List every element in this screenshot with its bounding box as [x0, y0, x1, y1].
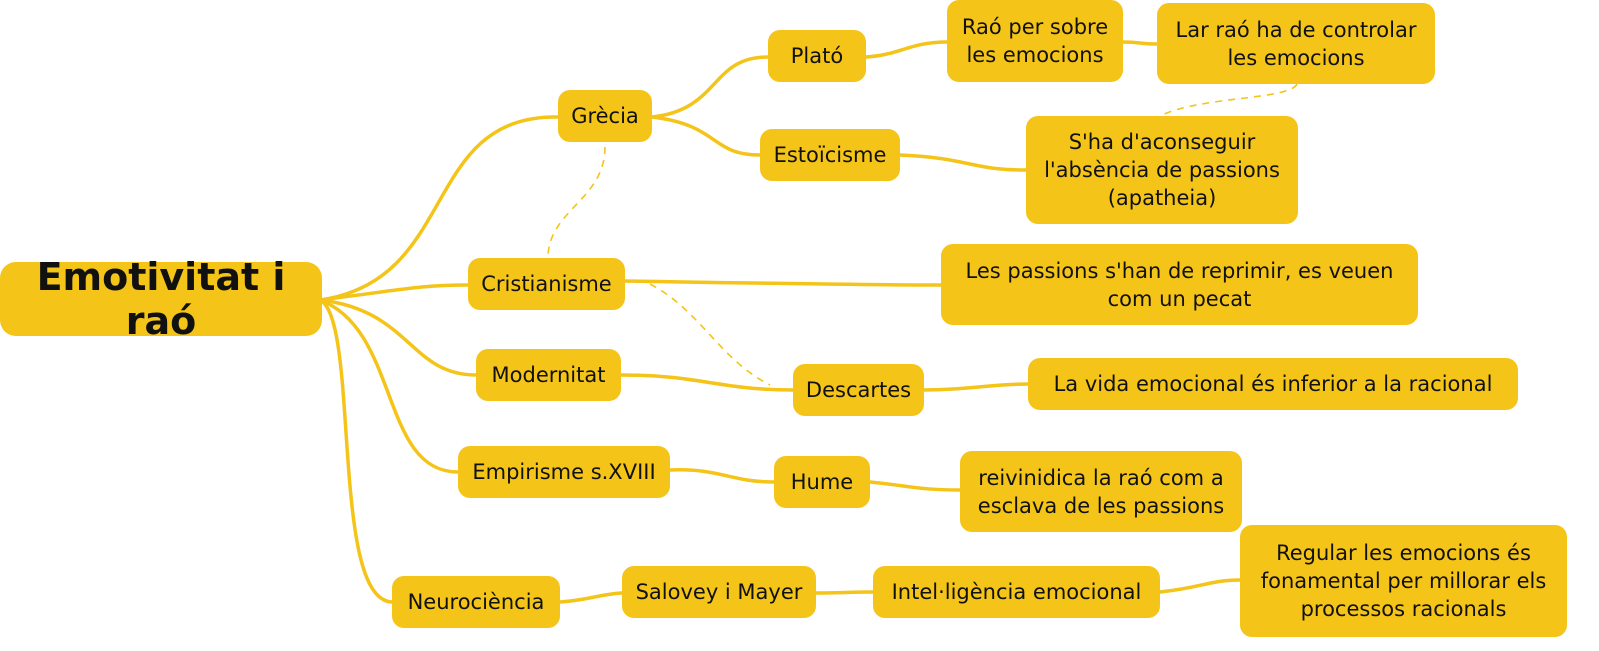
connector-empirisme-hume — [668, 468, 776, 484]
node-apatheia[interactable]: S'ha d'aconseguir l'absència de passions… — [1026, 116, 1298, 224]
connector-cristianisme-reprimir — [623, 279, 943, 287]
connector-grecia-estoicisme — [650, 115, 762, 157]
relation-cristianisme-descartes — [649, 283, 771, 386]
node-hume[interactable]: Hume — [774, 456, 870, 508]
relation-controlar-apatheia — [1159, 83, 1298, 117]
node-emotivitat-i-rao[interactable]: Emotivitat i raó — [0, 255, 322, 343]
node-lar-rao-controlar[interactable]: Lar raó ha de controlar les emocions — [1157, 3, 1435, 84]
node-descartes[interactable]: Descartes — [793, 364, 924, 416]
connector-root-grecia — [318, 115, 560, 302]
connector-descartes-inferior — [922, 382, 1030, 392]
node-plato[interactable]: Plató — [768, 30, 866, 82]
connector-root-neurociencia — [318, 298, 394, 604]
connector-intel-regular — [1158, 578, 1242, 594]
connector-root-modernitat — [318, 298, 478, 377]
node-neurociencia[interactable]: Neurociència — [392, 576, 560, 628]
connector-root-empirisme — [318, 298, 460, 474]
node-salovey-i-mayer[interactable]: Salovey i Mayer — [622, 566, 816, 618]
node-empirisme[interactable]: Empirisme s.XVIII — [458, 446, 670, 498]
node-vida-emocional[interactable]: La vida emocional és inferior a la racio… — [1028, 358, 1518, 410]
connector-rao-controlar — [1121, 40, 1159, 46]
node-intelligencia-emocional[interactable]: Intel·ligència emocional — [873, 566, 1160, 618]
node-passions-reprimir[interactable]: Les passions s'han de reprimir, es veuen… — [941, 244, 1418, 325]
connector-plato-rao — [864, 40, 949, 59]
connector-grecia-plato — [650, 55, 770, 119]
node-estoicisme[interactable]: Estoïcisme — [760, 129, 900, 181]
connector-hume-esclava — [868, 480, 962, 492]
connector-neurociencia-salovey — [558, 591, 624, 604]
connector-estoicisme-apatheia — [898, 153, 1028, 172]
node-grecia[interactable]: Grècia — [558, 90, 652, 142]
node-rao-per-sobre[interactable]: Raó per sobre les emocions — [947, 0, 1123, 82]
node-modernitat[interactable]: Modernitat — [476, 349, 621, 401]
connector-modernitat-descartes — [619, 373, 795, 392]
relation-grecia-cristianisme — [547, 146, 606, 259]
node-rao-esclava[interactable]: reivinidica la raó com a esclava de les … — [960, 451, 1242, 532]
connector-root-cristianisme — [318, 283, 470, 302]
node-regular-emocions[interactable]: Regular les emocions és fonamental per m… — [1240, 525, 1567, 637]
node-cristianisme[interactable]: Cristianisme — [468, 258, 625, 310]
connector-salovey-intel — [814, 590, 875, 595]
